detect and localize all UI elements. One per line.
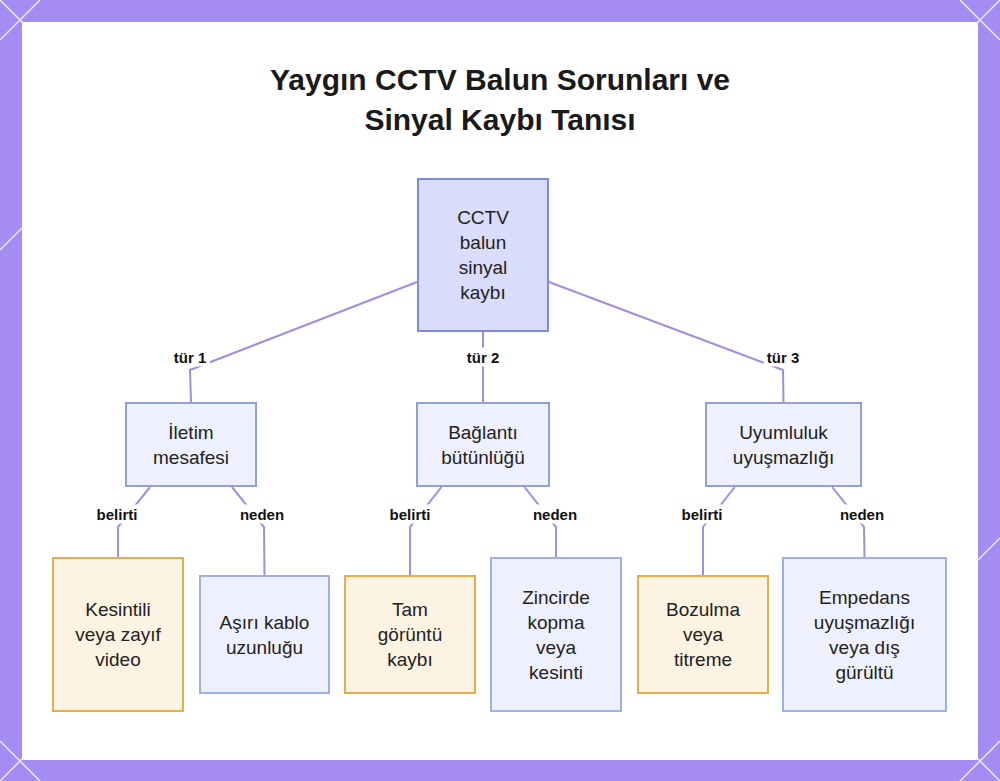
connector-line [482, 332, 484, 402]
category-box: Bağlantı bütünlüğü [416, 402, 550, 487]
node-text: Kesintili veya zayıf video [70, 597, 166, 672]
detail-box: Zincirde kopma veya kesinti [490, 557, 622, 712]
detail-box: Kesintili veya zayıf video [52, 557, 184, 712]
edge-label: neden [530, 505, 580, 524]
node-text: Zincirde kopma veya kesinti [508, 585, 604, 685]
corner-line [978, 538, 1000, 560]
white-panel [22, 22, 978, 760]
node-text: CCTV balun sinyal kaybı [447, 205, 519, 305]
category-box: Uyumluluk uyuşmazlığı [705, 402, 862, 487]
edge-label: tür 1 [171, 348, 210, 367]
node-text: Uyumluluk uyuşmazlığı [715, 420, 852, 470]
edge-label: belirti [94, 505, 141, 524]
edge-label: belirti [387, 505, 434, 524]
connector-line [549, 282, 784, 402]
corner-line [0, 228, 22, 250]
diagram-title: Yaygın CCTV Balun Sorunları ve Sinyal Ka… [240, 60, 760, 140]
category-box: İletim mesafesi [125, 402, 257, 487]
connector-line [410, 487, 441, 575]
node-text: Bağlantı bütünlüğü [426, 420, 540, 470]
root-box: CCTV balun sinyal kaybı [417, 178, 549, 332]
connector-line [190, 282, 417, 402]
edge-label: neden [837, 505, 887, 524]
detail-box: Empedans uyuşmazlığı veya dış gürültü [782, 557, 947, 712]
detail-box: Tam görüntü kaybı [344, 575, 476, 694]
edge-label: tür 2 [464, 348, 503, 367]
detail-box: Bozulma veya titreme [637, 575, 769, 694]
connector-line [703, 487, 735, 575]
edge-label: tür 3 [764, 348, 803, 367]
connector-line [232, 487, 265, 575]
node-text: İletim mesafesi [135, 420, 247, 470]
node-text: Tam görüntü kaybı [362, 597, 458, 672]
node-text: Empedans uyuşmazlığı veya dış gürültü [798, 585, 931, 685]
node-text: Aşırı kablo uzunluğu [217, 610, 312, 660]
edge-label: belirti [679, 505, 726, 524]
node-text: Bozulma veya titreme [655, 597, 751, 672]
detail-box: Aşırı kablo uzunluğu [199, 575, 330, 694]
edge-label: neden [237, 505, 287, 524]
